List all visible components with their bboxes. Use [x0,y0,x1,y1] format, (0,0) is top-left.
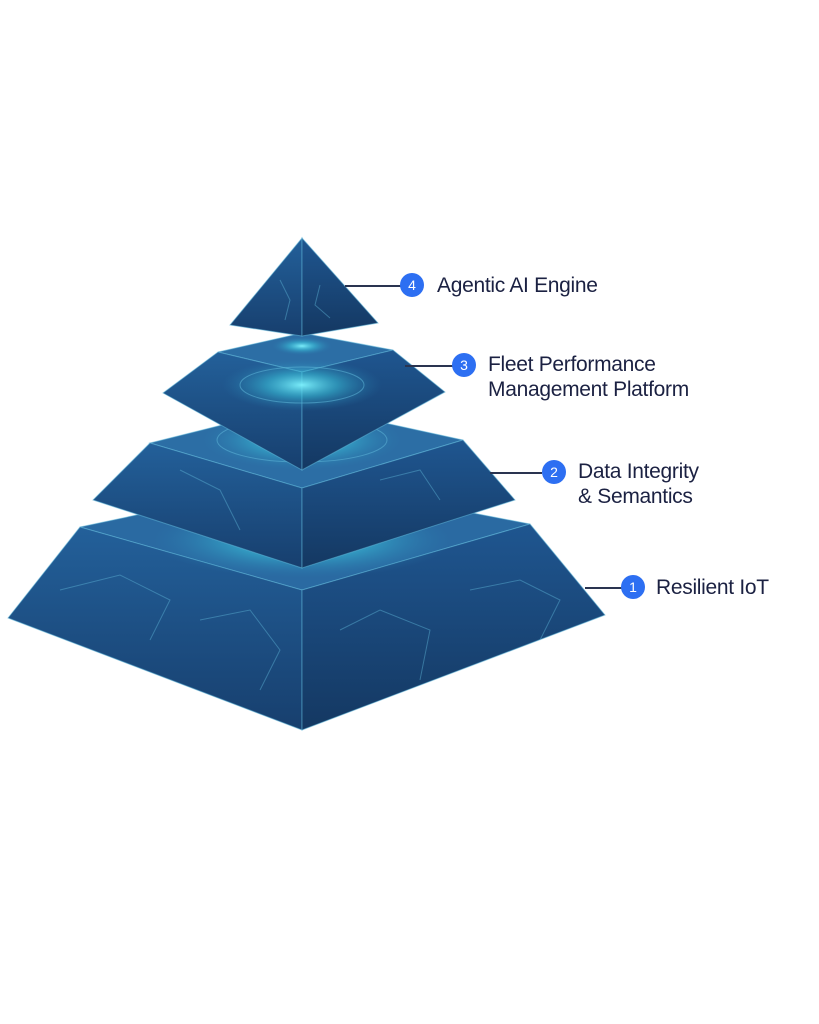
tier-3-label-line: Fleet Performance [488,353,656,376]
tier-4-label: Agentic AI Engine [437,273,598,298]
tier-2-badge: 2 [542,460,566,484]
tier-2-connector [490,472,542,474]
tier-4-connector [345,285,401,287]
tier-2-label-line: Data Integrity [578,460,699,483]
tier-4-label-line: Agentic AI Engine [437,274,598,297]
tier-3-badge: 3 [452,353,476,377]
tier-1-label-line: Resilient IoT [656,576,769,599]
tier-2-label-line: & Semantics [578,485,693,508]
tier-3-connector [405,365,453,367]
tier-4-block [229,236,379,337]
tier-3-label-line: Management Platform [488,378,689,401]
tier-1-connector [585,587,623,589]
tier-4-badge: 4 [400,273,424,297]
tier-1-badge: 1 [621,575,645,599]
tier-3-label: Fleet Performance Management Platform [488,352,689,402]
tier-2-label: Data Integrity & Semantics [578,459,699,509]
tier-1-label: Resilient IoT [656,575,769,600]
